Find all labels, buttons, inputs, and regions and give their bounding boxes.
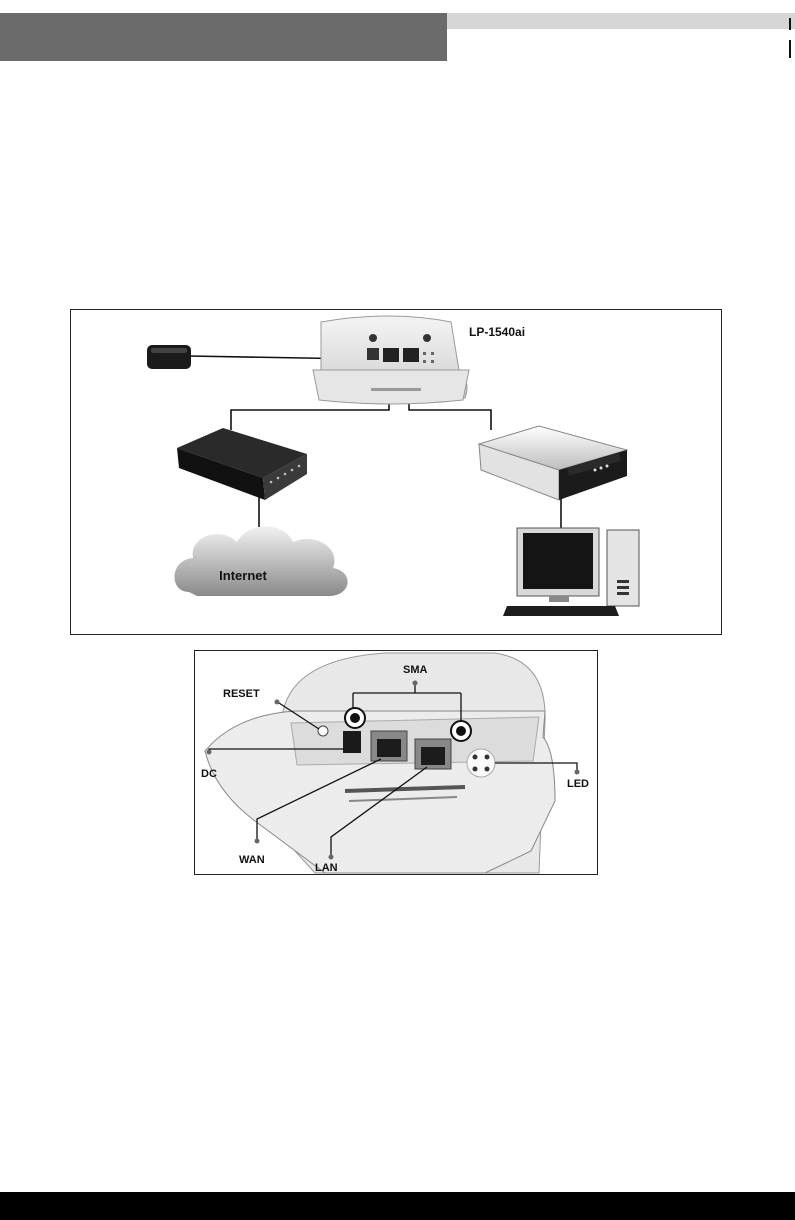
lan-label: LAN (315, 862, 338, 874)
wan-label: WAN (239, 854, 265, 866)
lan-port (415, 739, 451, 769)
desktop-computer-icon (503, 528, 639, 616)
margin-mark-top (789, 18, 791, 30)
device-ports-figure: SMA RESET DC LED WAN LAN (194, 650, 598, 875)
led-indicator-cluster (467, 749, 495, 777)
network-topology-figure: LP-1540ai Internet (70, 309, 722, 635)
network-switch-icon (479, 426, 627, 500)
sma-connector-left (345, 708, 365, 728)
dc-jack (343, 731, 361, 753)
dc-label: DC (201, 768, 217, 780)
sma-label: SMA (403, 664, 428, 676)
access-point-icon (313, 316, 469, 404)
topology-svg: LP-1540ai Internet (71, 310, 721, 634)
reset-label: RESET (223, 688, 260, 700)
ports-svg: SMA RESET DC LED WAN LAN (195, 651, 597, 874)
footer-bar (0, 1192, 795, 1220)
margin-mark-bottom (789, 40, 791, 58)
poe-adapter-icon (147, 345, 191, 369)
reset-button-hole (318, 726, 328, 736)
header-light-bar (447, 13, 795, 29)
device-model-label: LP-1540ai (469, 325, 525, 339)
router-icon (177, 428, 307, 500)
led-label: LED (567, 778, 589, 790)
wan-port (371, 731, 407, 761)
internet-cloud-icon: Internet (174, 526, 347, 596)
internet-label: Internet (219, 568, 267, 583)
sma-connector-right (451, 721, 471, 741)
header-dark-bar (0, 13, 447, 61)
